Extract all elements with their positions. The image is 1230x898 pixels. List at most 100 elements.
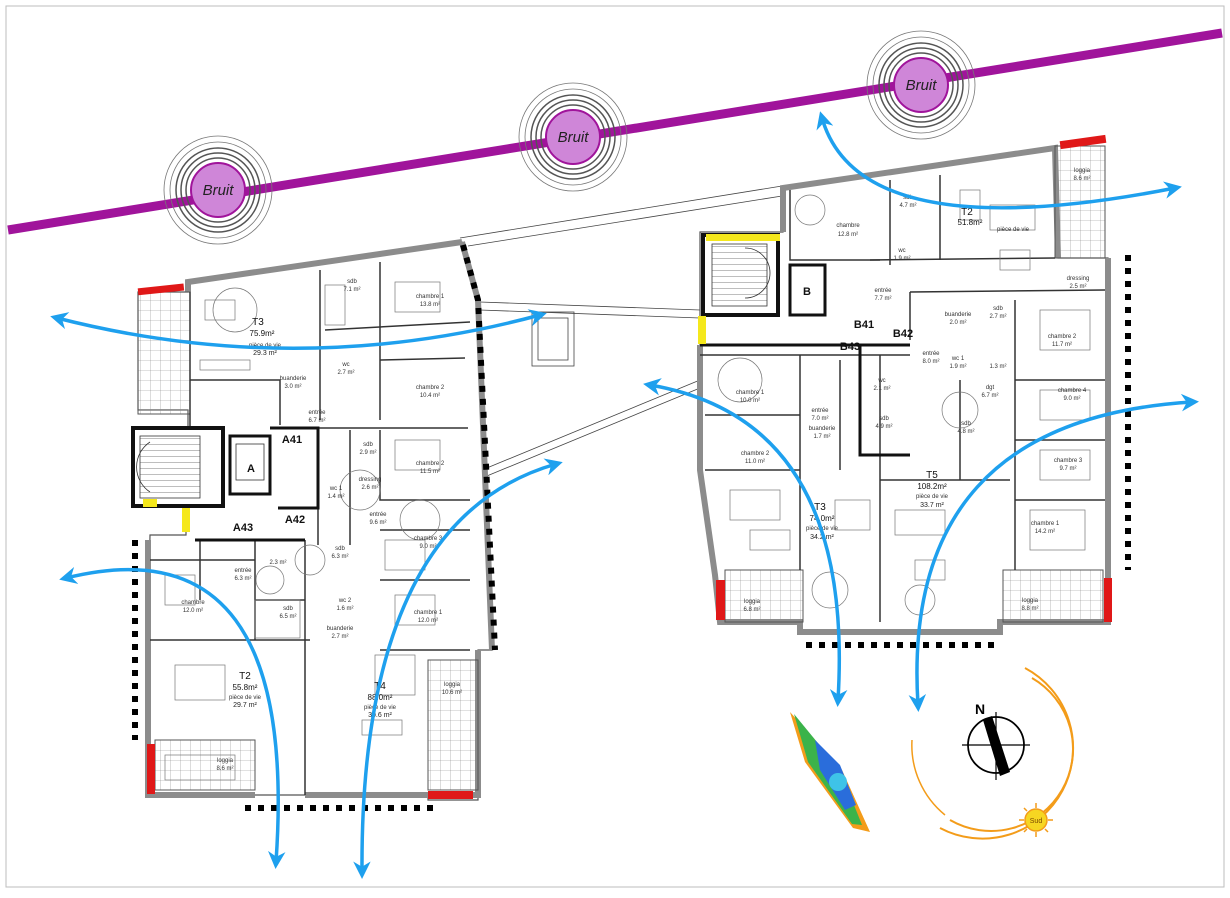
apt-a-t2-sdb-area: 6.5 m² bbox=[279, 614, 296, 620]
apt-a-t4-ch1-area: 12.0 m² bbox=[418, 618, 438, 624]
apt-b-t5-entree-label: entrée bbox=[922, 351, 940, 357]
apt-a-t3-buand-area: 3.0 m² bbox=[284, 384, 301, 390]
apt-a-t3-living-label: pièce de vie bbox=[249, 343, 282, 349]
apt-b-t2-chambre-area: 12.8 m² bbox=[838, 232, 858, 238]
apt-b-t5-living-label: pièce de vie bbox=[916, 494, 949, 500]
apt-b-t3-ch1-label: chambre 1 bbox=[736, 390, 765, 396]
apt-a-t4-buand-label: buanderie bbox=[327, 626, 354, 632]
apt-b-t2-loggia-label: loggia bbox=[1074, 168, 1091, 174]
apt-b-t2-wc-area: 1.9 m² bbox=[893, 256, 910, 262]
apt-b-t5-sdb2-label: sdb bbox=[961, 421, 971, 427]
apt-a-t3-wc-area: 2.7 m² bbox=[337, 370, 354, 376]
apt-b-t5-ch3-label: chambre 3 bbox=[1054, 458, 1083, 464]
apt-a-t4-wc2-label: wc 2 bbox=[338, 598, 352, 604]
landing-b41: B41 bbox=[854, 319, 874, 331]
apt-a-t4-wc-area: 1.4 m² bbox=[327, 494, 344, 500]
apt-a-t4-loggia-area: 10.6 m² bbox=[442, 690, 462, 696]
apt-a-t4-dressing-area: 2.6 m² bbox=[361, 485, 378, 491]
apt-a-t2-chambre-area: 12.0 m² bbox=[183, 608, 203, 614]
apt-b-t3-wc-area: 2.1 m² bbox=[873, 386, 890, 392]
apt-b-t5-ch2-area: 11.7 m² bbox=[1052, 342, 1072, 348]
apt-b-t5-buand-label: buanderie bbox=[945, 312, 972, 318]
apt-b-t5-wc2-area: 1.3 m² bbox=[989, 364, 1006, 370]
apt-b-t5-ch1-label: chambre 1 bbox=[1031, 521, 1060, 527]
north-label: N bbox=[975, 701, 985, 717]
apt-b-t2-chambre-label: chambre bbox=[836, 223, 860, 229]
apt-a-t3-living-area: 29.3 m² bbox=[253, 350, 277, 357]
apt-a-t4-wc2-area: 1.6 m² bbox=[336, 606, 353, 612]
apt-b-t5-dressing-label: dressing bbox=[1067, 276, 1090, 282]
apt-b-t3-wc-label: wc bbox=[877, 378, 885, 384]
building-a: T3 75.9m² pièce de vie 29.3 m² sdb 7.1 m… bbox=[131, 239, 495, 801]
apt-a-t4-dressing-label: dressing bbox=[359, 477, 382, 483]
apt-a-t3-entree-area: 6.7 m² bbox=[308, 418, 325, 424]
apt-b-t5-type: T5 bbox=[926, 470, 938, 481]
apt-a-t3-type: T3 bbox=[252, 317, 264, 328]
landing-b43: B43 bbox=[840, 341, 860, 353]
noise-label-1: Bruit bbox=[203, 182, 235, 199]
apt-b-t5-ch4-area: 9.0 m² bbox=[1063, 396, 1080, 402]
building-b: sdb 4.7 m² T2 51.8m² pièce de vie chambr… bbox=[697, 134, 1112, 635]
stair-b-label: B bbox=[803, 286, 811, 298]
apt-a-t2-sdb-label: sdb bbox=[283, 606, 293, 612]
apt-a-t4-ch3-label: chambre 3 bbox=[414, 536, 443, 542]
noise-source-1: Bruit bbox=[163, 135, 273, 245]
apt-a-t3-ch2-label: chambre 2 bbox=[416, 385, 445, 391]
apt-a-t4-ch1-label: chambre 1 bbox=[414, 610, 443, 616]
landing-a42: A42 bbox=[285, 514, 305, 526]
apt-a-t2-type: T2 bbox=[239, 671, 251, 682]
landing-a43: A43 bbox=[233, 522, 253, 534]
apt-b-t5-entree-area: 8.0 m² bbox=[922, 359, 939, 365]
apt-b-t5-sdb1-area: 2.7 m² bbox=[989, 314, 1006, 320]
frame-border bbox=[5, 5, 1225, 888]
apt-b-t5-wc-area: 1.9 m² bbox=[949, 364, 966, 370]
apt-a-t3-area: 75.9m² bbox=[250, 329, 275, 338]
apt-a-t3-wc-label: wc bbox=[341, 362, 349, 368]
apt-b-t5-living-area: 33.7 m² bbox=[920, 502, 944, 509]
apt-b-t5-area: 108.2m² bbox=[917, 482, 947, 491]
noise-label-2: Bruit bbox=[558, 129, 590, 146]
stair-a-label: A bbox=[247, 463, 255, 475]
sun-label: Sud bbox=[1030, 818, 1043, 825]
apt-b-t3-buand-area: 1.7 m² bbox=[813, 434, 830, 440]
apt-a-t4-ch2-area: 11.5 m² bbox=[420, 469, 440, 475]
apt-b-t5-dgt-area: 6.7 m² bbox=[981, 393, 998, 399]
apt-a-t3-sdb-area: 7.1 m² bbox=[343, 287, 360, 293]
apt-a-t2-wc-area: 2.3 m² bbox=[269, 560, 286, 566]
apt-a-t3-ch2-area: 10.4 m² bbox=[420, 393, 440, 399]
apt-a-t3-ch1-area: 13.8 m² bbox=[420, 302, 440, 308]
apt-a-t4-sdb-area: 2.9 m² bbox=[359, 450, 376, 456]
apt-a-t2-living-label: pièce de vie bbox=[229, 695, 262, 701]
apt-b-t3-ch1-area: 10.0 m² bbox=[740, 398, 760, 404]
wind-rose bbox=[790, 712, 870, 832]
apt-b-t3-ch2-label: chambre 2 bbox=[741, 451, 770, 457]
apt-b-t2-sdb-area: 4.7 m² bbox=[899, 203, 916, 209]
apt-a-t3-buand-label: buanderie bbox=[280, 376, 307, 382]
apt-a-t4-sdb-label: sdb bbox=[363, 442, 373, 448]
noise-label-3: Bruit bbox=[906, 77, 938, 94]
apt-b-t2-entree-area: 7.7 m² bbox=[874, 296, 891, 302]
apt-b-t5-loggia-label: loggia bbox=[1022, 598, 1039, 604]
noise-source-2: Bruit bbox=[518, 82, 628, 192]
apt-b-t5-ch1-area: 14.2 m² bbox=[1035, 529, 1055, 535]
apt-a-t3-entree-label: entrée bbox=[308, 410, 326, 416]
apt-b-t3-buand-label: buanderie bbox=[809, 426, 836, 432]
apt-a-t2-living-area: 29.7 m² bbox=[233, 702, 257, 709]
apt-a-t3-ch1-label: chambre 1 bbox=[416, 294, 445, 300]
apt-b-t3-sdb-label: sdb bbox=[879, 416, 889, 422]
apt-b-t5-dgt-label: dgt bbox=[986, 385, 995, 391]
apt-b-t5-buand-area: 2.0 m² bbox=[949, 320, 966, 326]
apt-b-t2-loggia-area: 8.6 m² bbox=[1073, 176, 1090, 182]
apt-b-t3-sdb-area: 4.9 m² bbox=[875, 424, 892, 430]
apt-b-t3-loggia-label: loggia bbox=[744, 599, 761, 605]
apt-a-t2-chambre-label: chambre bbox=[181, 600, 205, 606]
apt-a-t4-living-label: pièce de vie bbox=[364, 705, 397, 711]
landing-b42: B42 bbox=[893, 328, 913, 340]
apt-b-t2-entree-label: entrée bbox=[874, 288, 892, 294]
apt-a-t4-buand-area: 2.7 m² bbox=[331, 634, 348, 640]
apt-b-t3-entree-area: 7.0 m² bbox=[811, 416, 828, 422]
landing-a41: A41 bbox=[282, 434, 302, 446]
noise-source-3: Bruit bbox=[866, 30, 976, 140]
